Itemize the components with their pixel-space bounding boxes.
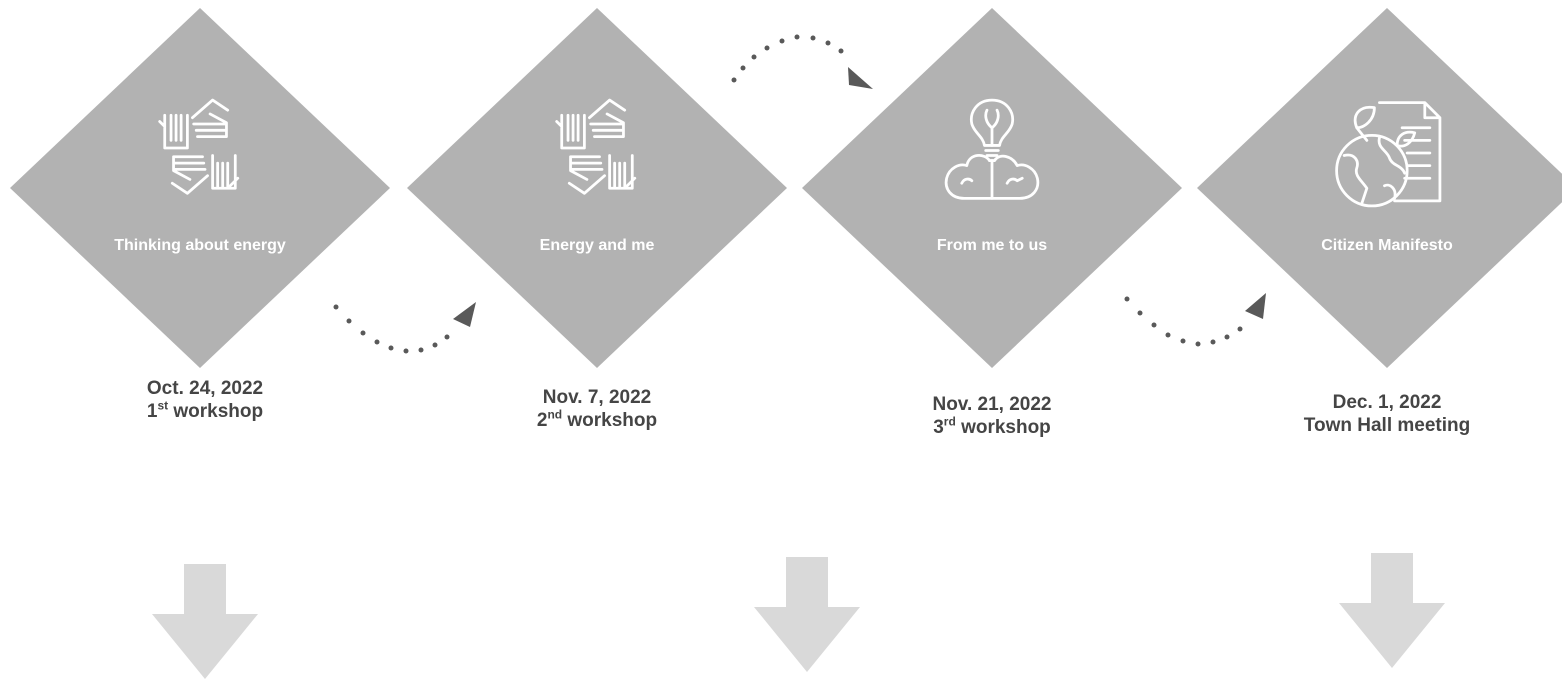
hands-circle-icon: [137, 90, 263, 216]
stage-2-title: Energy and me: [539, 237, 655, 254]
stage-4-date: Dec. 1, 2022: [1332, 392, 1442, 413]
stage-3-title: From me to us: [936, 237, 1048, 254]
lightbulb-cloud-icon: [929, 90, 1055, 216]
down-arrow-icon: [1339, 553, 1445, 668]
hands-circle-icon: [534, 90, 660, 216]
stage-2-caption: Nov. 7, 2022 2nd workshop: [467, 386, 727, 432]
stage-3-date: Nov. 21, 2022: [932, 394, 1052, 415]
stage-3-caption: Nov. 21, 2022 3rd workshop: [862, 393, 1122, 439]
stage-1-caption: Oct. 24, 2022 1st workshop: [75, 377, 335, 423]
globe-document-icon: [1324, 90, 1450, 216]
down-arrow-icon: [754, 557, 860, 672]
stage-4-title: Citizen Manifesto: [1321, 237, 1453, 254]
connector-arrow-3-4: [1124, 293, 1266, 347]
stage-4-event: Town Hall meeting: [1303, 415, 1471, 436]
down-arrow-icon: [152, 564, 258, 679]
stage-1-event: 1st workshop: [146, 398, 264, 422]
stage-1-title: Thinking about energy: [114, 237, 286, 254]
connector-arrow-2-3: [731, 34, 873, 89]
stage-1-date: Oct. 24, 2022: [146, 378, 264, 399]
stage-2-event: 2nd workshop: [536, 407, 658, 431]
stage-4-caption: Dec. 1, 2022 Town Hall meeting: [1257, 391, 1517, 437]
stage-2-date: Nov. 7, 2022: [542, 387, 652, 408]
connector-arrow-1-2: [333, 302, 476, 354]
stage-3-event: 3rd workshop: [933, 414, 1051, 438]
